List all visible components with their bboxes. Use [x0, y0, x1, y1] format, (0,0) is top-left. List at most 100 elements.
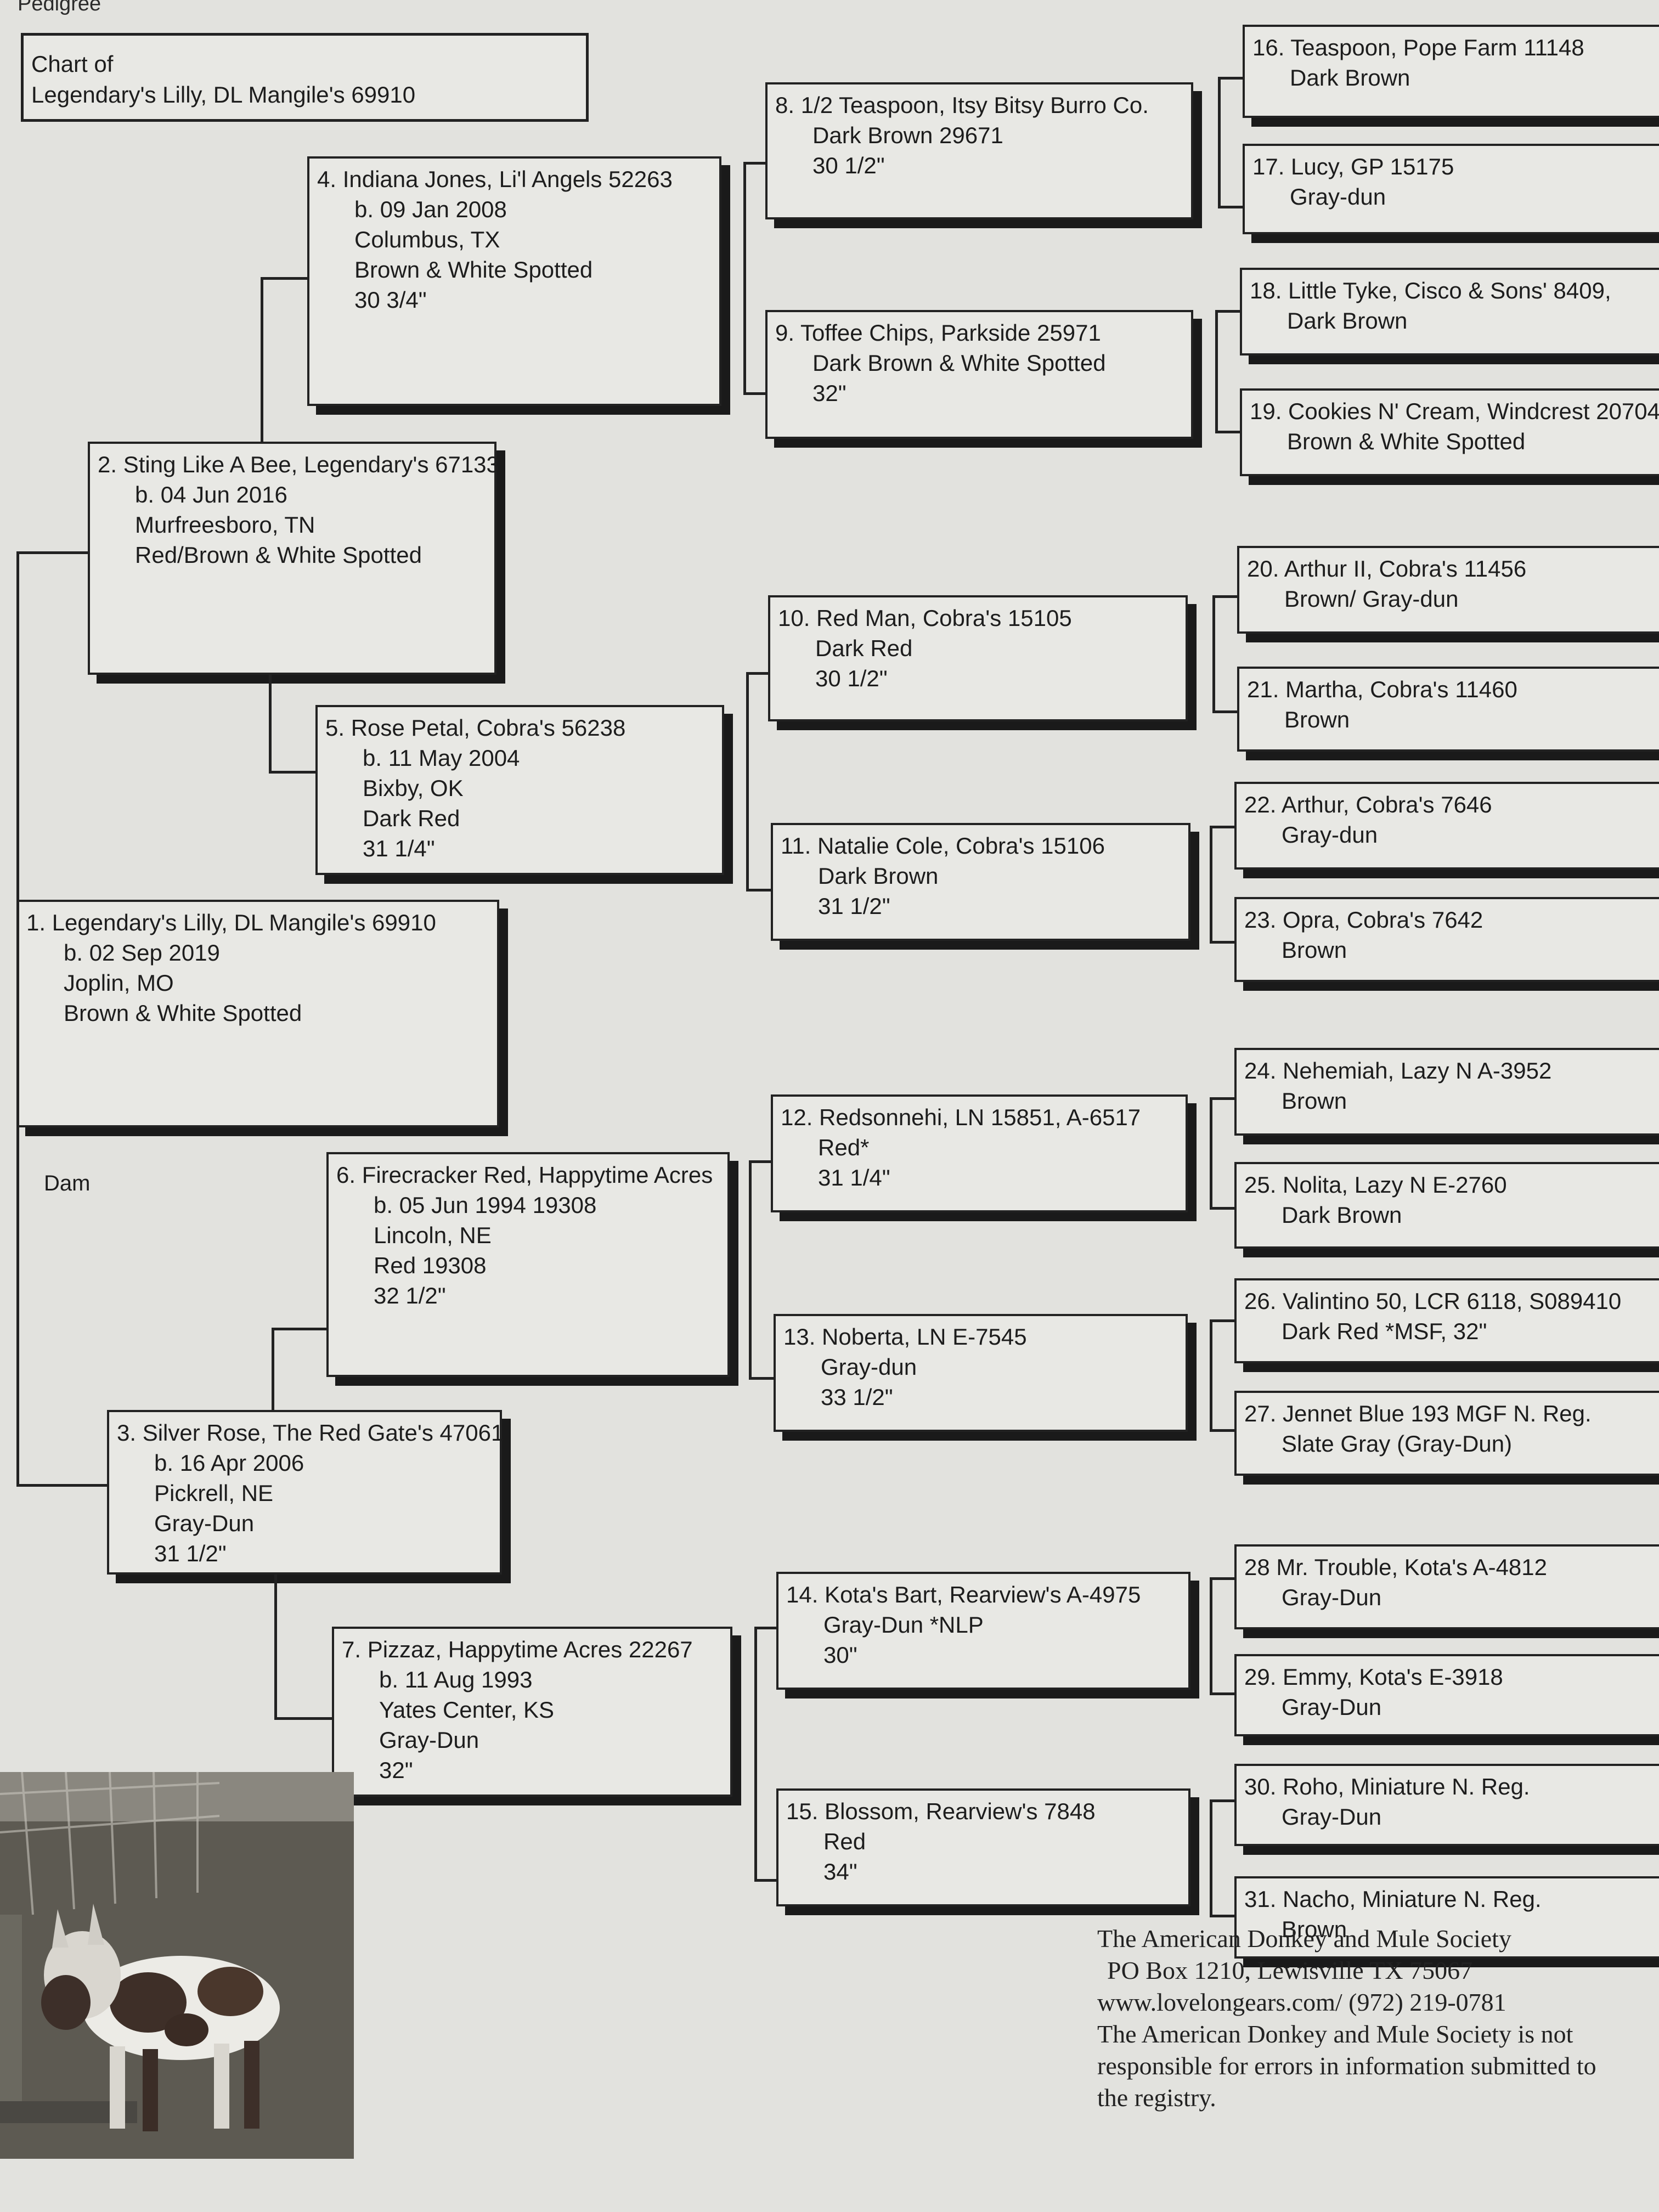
pedigree-box-26: 26. Valintino 50, LCR 6118, S089410 Dark… [1234, 1278, 1659, 1363]
animal-detail: Joplin, MO [64, 970, 174, 996]
connector-line [269, 675, 272, 771]
animal-detail: b. 02 Sep 2019 [64, 940, 220, 966]
connector-line [754, 1627, 757, 1882]
pedigree-box-19: 19. Cookies N' Cream, Windcrest 20704 Br… [1240, 388, 1659, 476]
animal-detail: Red 19308 [374, 1252, 487, 1278]
animal-detail: 31 1/2" [818, 893, 890, 919]
pedigree-box-27: 27. Jennet Blue 193 MGF N. Reg. Slate Gr… [1234, 1391, 1659, 1476]
animal-detail: Gray-Dun *NLP [823, 1612, 984, 1638]
animal-detail: Brown [1282, 1916, 1347, 1942]
animal-detail: Brown [1284, 707, 1350, 732]
connector-line [1210, 826, 1234, 828]
pedigree-box-16: 16. Teaspoon, Pope Farm 11148 Dark Brown [1243, 25, 1659, 118]
animal-detail: Gray-dun [821, 1354, 917, 1380]
footer-line: The American Donkey and Mule Society [1097, 1925, 1511, 1953]
connector-line [16, 1484, 107, 1487]
pedigree-box-31: 31. Nacho, Miniature N. Reg. Brown [1234, 1876, 1659, 1959]
animal-detail: 33 1/2" [821, 1384, 893, 1410]
pedigree-box-29: 29. Emmy, Kota's E-3918 Gray-Dun [1234, 1654, 1659, 1736]
animal-name: 1. Legendary's Lilly, DL Mangile's 69910 [26, 910, 436, 935]
animal-name: 12. Redsonnehi, LN 15851, A-6517 [781, 1104, 1141, 1130]
connector-line [749, 1160, 752, 1380]
connector-line [1212, 710, 1237, 713]
connector-line [746, 672, 768, 675]
animal-detail: 31 1/4" [363, 836, 435, 861]
pedigree-box-4: 4. Indiana Jones, Li'l Angels 52263 b. 0… [307, 156, 721, 406]
connector-line [272, 1328, 274, 1410]
connector-line [1210, 1207, 1234, 1210]
animal-name: 17. Lucy, GP 15175 [1252, 154, 1454, 179]
animal-name: 6. Firecracker Red, Happytime Acres [336, 1162, 713, 1188]
animal-name: 26. Valintino 50, LCR 6118, S089410 [1244, 1288, 1622, 1314]
connector-line [274, 1717, 332, 1720]
animal-name: 7. Pizzaz, Happytime Acres 22267 [342, 1637, 693, 1662]
connector-line [743, 162, 746, 395]
chart-of-header: Chart of Legendary's Lilly, DL Mangile's… [21, 33, 589, 122]
footer-line: the registry. [1097, 2084, 1216, 2112]
animal-detail: b. 16 Apr 2006 [154, 1450, 304, 1476]
connector-line [274, 1575, 277, 1717]
connector-line [1210, 1692, 1234, 1695]
page-title: Pedigree [18, 0, 101, 15]
animal-detail: Yates Center, KS [379, 1697, 555, 1723]
footer-line: The American Donkey and Mule Society is … [1097, 2020, 1573, 2048]
connector-line [1210, 1429, 1234, 1432]
pedigree-box-14: 14. Kota's Bart, Rearview's A-4975 Gray-… [776, 1572, 1190, 1690]
animal-name: 18. Little Tyke, Cisco & Sons' 8409, [1250, 278, 1611, 303]
animal-detail: Brown/ Gray-dun [1284, 586, 1459, 612]
connector-line [1218, 206, 1243, 208]
connector-line [754, 1879, 776, 1882]
animal-detail: 30 1/2" [812, 153, 885, 178]
pedigree-box-2: 2. Sting Like A Bee, Legendary's 67133 b… [88, 442, 499, 675]
animal-detail: Red/Brown & White Spotted [135, 542, 422, 568]
animal-detail: Dark Brown 29671 [812, 122, 1003, 148]
pedigree-box-9: 9. Toffee Chips, Parkside 25971 Dark Bro… [765, 310, 1193, 439]
animal-detail: b. 04 Jun 2016 [135, 482, 287, 507]
connector-line [1210, 1097, 1212, 1210]
animal-name: 30. Roho, Miniature N. Reg. [1244, 1774, 1530, 1799]
animal-detail: 31 1/4" [818, 1165, 890, 1190]
animal-detail: Dark Red [363, 805, 460, 831]
connector-line [1210, 826, 1212, 944]
animal-detail: 34" [823, 1859, 857, 1884]
connector-line [269, 771, 315, 774]
animal-detail: Brown & White Spotted [1287, 428, 1526, 454]
pedigree-box-30: 30. Roho, Miniature N. Reg. Gray-Dun [1234, 1764, 1659, 1846]
animal-name: 15. Blossom, Rearview's 7848 [786, 1798, 1096, 1824]
connector-line [749, 1377, 774, 1380]
animal-name: 23. Opra, Cobra's 7642 [1244, 907, 1483, 933]
animal-detail: Gray-dun [1282, 822, 1378, 848]
animal-name: 27. Jennet Blue 193 MGF N. Reg. [1244, 1401, 1592, 1426]
animal-detail: Slate Gray (Gray-Dun) [1282, 1431, 1513, 1457]
animal-detail: Dark Red *MSF, 32" [1282, 1318, 1487, 1344]
animal-detail: 31 1/2" [154, 1541, 227, 1566]
animal-detail: Gray-Dun [154, 1510, 255, 1536]
animal-detail: b. 09 Jan 2008 [354, 196, 507, 222]
animal-name: 22. Arthur, Cobra's 7646 [1244, 792, 1492, 817]
registry-footer: The American Donkey and Mule Society PO … [1097, 1923, 1659, 2114]
footer-line: responsible for errors in information su… [1097, 2052, 1596, 2080]
animal-detail: Lincoln, NE [374, 1222, 492, 1248]
animal-detail: 32 1/2" [374, 1283, 446, 1308]
connector-line [16, 551, 88, 554]
pedigree-box-8: 8. 1/2 Teaspoon, Itsy Bitsy Burro Co. Da… [765, 82, 1193, 219]
pedigree-box-28: 28 Mr. Trouble, Kota's A-4812 Gray-Dun [1234, 1544, 1659, 1629]
pedigree-box-5: 5. Rose Petal, Cobra's 56238 b. 11 May 2… [315, 705, 724, 875]
animal-detail: Gray-Dun [1282, 1694, 1382, 1720]
animal-name: 21. Martha, Cobra's 11460 [1247, 676, 1517, 702]
animal-detail: Columbus, TX [354, 227, 500, 252]
animal-name: 20. Arthur II, Cobra's 11456 [1247, 556, 1527, 582]
connector-line [1210, 941, 1234, 944]
animal-detail: b. 11 Aug 1993 [379, 1667, 533, 1692]
connector-line [272, 1328, 326, 1330]
animal-detail: 30 1/2" [815, 665, 888, 691]
footer-line: PO Box 1210, Lewisville TX 75067 [1107, 1956, 1473, 1984]
animal-detail: Brown & White Spotted [64, 1000, 302, 1026]
animal-detail: Gray-Dun [379, 1727, 479, 1753]
connector-line [1215, 310, 1240, 313]
animal-detail: Gray-Dun [1282, 1584, 1382, 1610]
animal-detail: Dark Brown [818, 863, 939, 889]
animal-detail: Red [823, 1829, 866, 1854]
pedigree-box-24: 24. Nehemiah, Lazy N A-3952 Brown [1234, 1048, 1659, 1136]
pedigree-box-20: 20. Arthur II, Cobra's 11456 Brown/ Gray… [1237, 546, 1659, 634]
